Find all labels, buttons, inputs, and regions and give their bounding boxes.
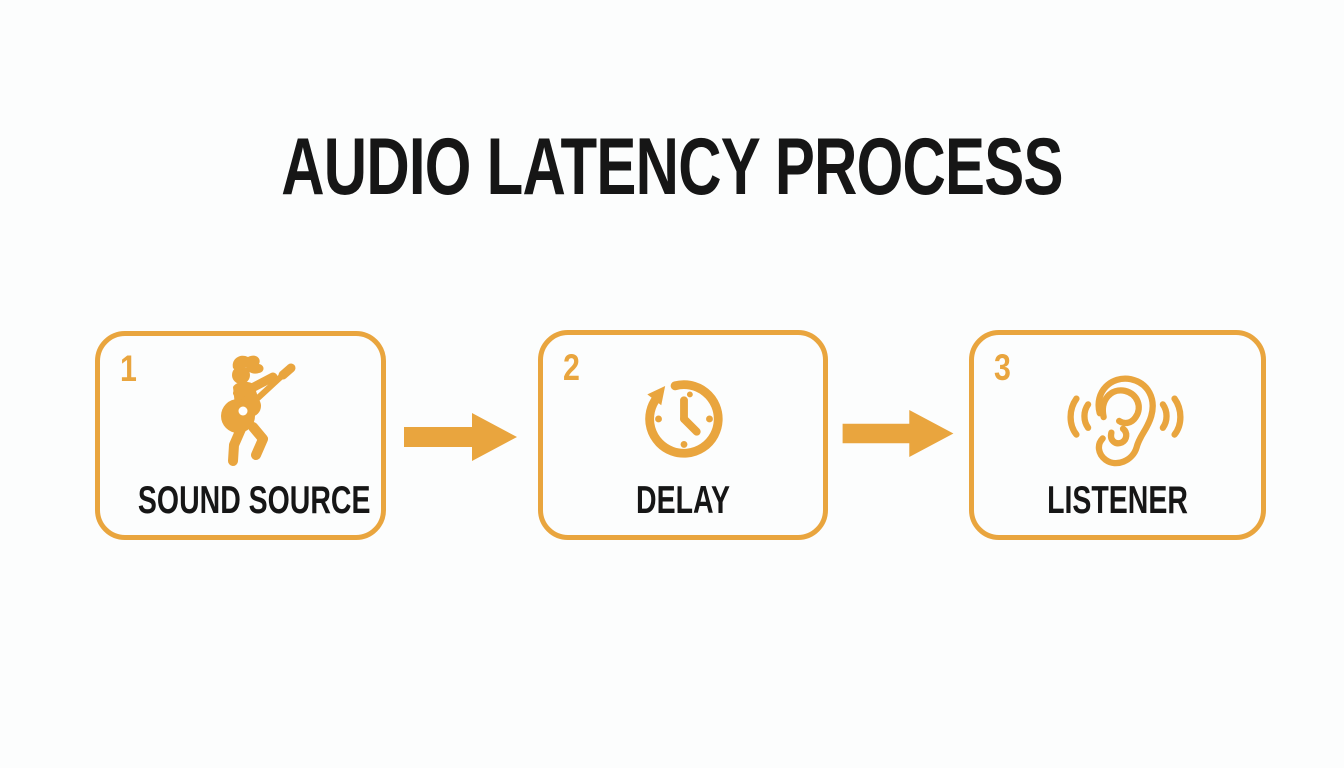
arrow-right-icon — [404, 411, 518, 463]
arrow-right-icon — [842, 408, 955, 459]
step-box-sound-source: 1 SOUN — [95, 331, 386, 540]
step-number: 3 — [994, 347, 1011, 388]
page-title: AUDIO LATENCY PROCESS — [281, 121, 1063, 212]
step-label: DELAY — [636, 479, 730, 523]
step-box-delay: 2 DELAY — [538, 330, 828, 540]
step-label: SOUND SOURCE — [137, 479, 371, 523]
step-number: 2 — [563, 347, 580, 388]
step-number: 1 — [120, 348, 137, 389]
guitar-player-icon — [200, 352, 310, 474]
clock-rotation-icon — [635, 367, 733, 465]
step-label: LISTENER — [1047, 479, 1188, 523]
step-box-listener: 3 LISTENER — [969, 330, 1266, 540]
ear-sound-waves-icon — [1057, 366, 1193, 474]
